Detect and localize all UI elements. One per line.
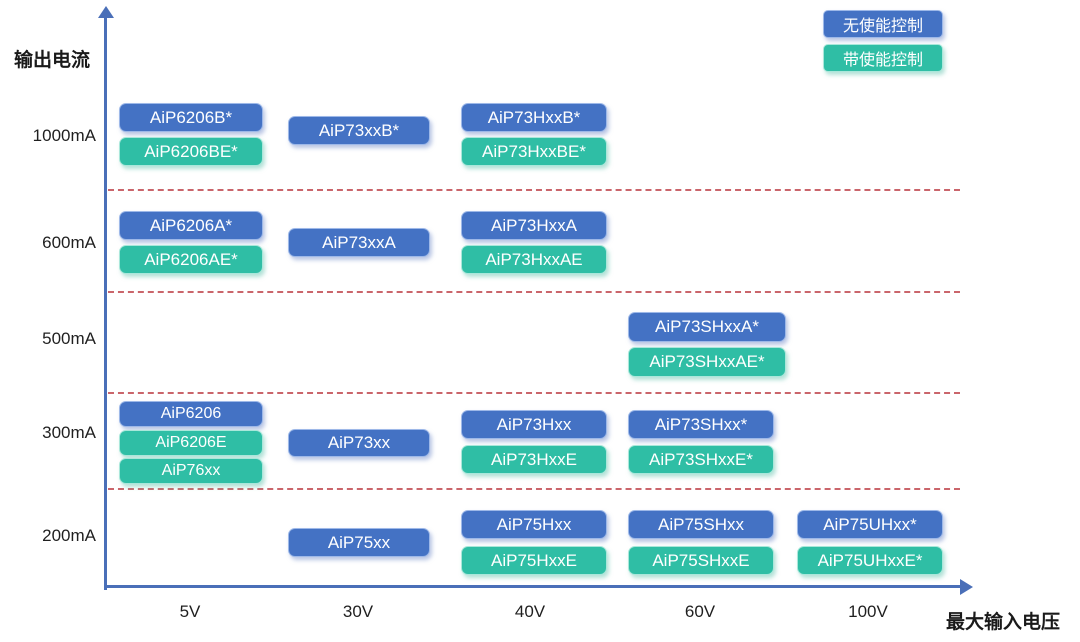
row-separator [108, 189, 960, 191]
row-separator [108, 291, 960, 293]
part-box: AiP75UHxx* [797, 510, 943, 539]
part-box: AiP6206A* [119, 211, 263, 240]
y-axis-arrow-icon [98, 6, 114, 18]
part-box: AiP76xx [119, 458, 263, 484]
legend-item-enable: 带使能控制 [823, 44, 943, 72]
part-box: AiP75SHxxE [628, 546, 774, 575]
part-box: AiP75UHxxE* [797, 546, 943, 575]
part-box: AiP73HxxAE [461, 245, 607, 274]
y-tick-600ma: 600mA [42, 233, 96, 252]
part-box: AiP73xxB* [288, 116, 430, 145]
x-axis-arrow-icon [960, 579, 973, 595]
x-axis-title: 最大输入电压 [946, 612, 1061, 633]
part-box: AiP73HxxBE* [461, 137, 607, 166]
x-axis-line [104, 585, 962, 588]
part-box: AiP6206E [119, 430, 263, 456]
y-tick-200ma: 200mA [42, 526, 96, 545]
part-box: AiP75SHxx [628, 510, 774, 539]
part-box: AiP73SHxxE* [628, 445, 774, 474]
part-box: AiP73HxxB* [461, 103, 607, 132]
y-axis-line [104, 14, 107, 590]
part-box: AiP73HxxA [461, 211, 607, 240]
part-box: AiP73SHxxAE* [628, 347, 786, 377]
y-tick-1000ma: 1000mA [32, 126, 96, 145]
x-tick-40v: 40V [514, 602, 546, 621]
x-tick-30v: 30V [342, 602, 374, 621]
x-tick-100v: 100V [848, 602, 888, 621]
x-tick-5v: 5V [179, 602, 201, 621]
part-box: AiP6206 [119, 401, 263, 427]
part-box: AiP75Hxx [461, 510, 607, 539]
part-box: AiP75xx [288, 528, 430, 557]
part-box: AiP6206B* [119, 103, 263, 132]
part-box: AiP73SHxxA* [628, 312, 786, 342]
part-box: AiP73xx [288, 429, 430, 457]
y-tick-300ma: 300mA [42, 423, 96, 442]
part-box: AiP73Hxx [461, 410, 607, 439]
legend-item-no-enable: 无使能控制 [823, 10, 943, 38]
part-box: AiP73xxA [288, 228, 430, 257]
part-box: AiP6206BE* [119, 137, 263, 166]
y-tick-500ma: 500mA [42, 329, 96, 348]
part-box: AiP73HxxE [461, 445, 607, 474]
x-tick-60v: 60V [684, 602, 716, 621]
part-box: AiP73SHxx* [628, 410, 774, 439]
part-box: AiP6206AE* [119, 245, 263, 274]
part-box: AiP75HxxE [461, 546, 607, 575]
row-separator [108, 392, 960, 394]
row-separator [108, 488, 960, 490]
y-axis-title: 输出电流 [14, 50, 91, 71]
